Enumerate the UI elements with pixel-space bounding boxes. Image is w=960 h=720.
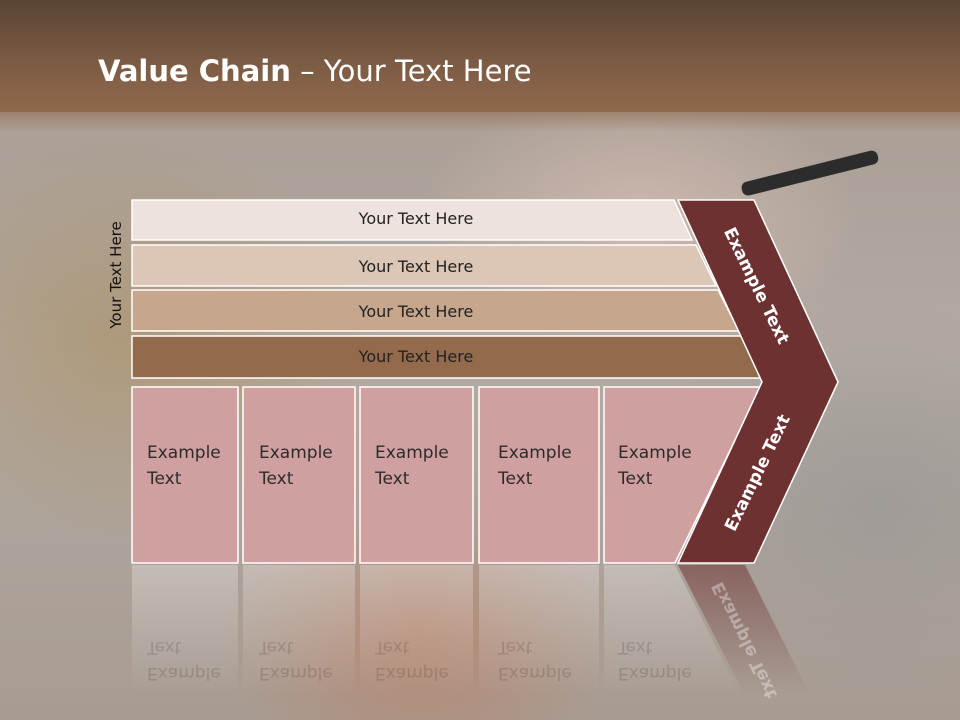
box-4-line2: Text [498,469,533,489]
box-3-line1-reflection: Example [375,663,449,683]
box-5-line1-reflection: Example [618,663,692,683]
box-2-line1: Example [259,443,333,463]
slide-title-bold: Value Chain [98,54,291,88]
box-3-line2-reflection: Text [375,637,410,657]
box-3-line1: Example [375,443,449,463]
row-1-label: Your Text Here [358,209,474,228]
box-2-shape [242,386,356,564]
box-1-line1-reflection: Example [147,663,221,683]
row-1-shape [131,199,694,241]
box-4-line1: Example [498,443,572,463]
box-5-reflection [604,565,740,695]
box-1-reflection [132,565,238,695]
box-3-line2: Text [375,469,410,489]
box-5-shape [603,386,763,564]
box-1-label-reflection: Example Text [147,634,221,686]
chevron-arrow [676,199,839,564]
box-2-line2: Text [259,469,294,489]
box-2-reflection [243,565,355,695]
row-4-label: Your Text Here [358,347,474,366]
row-2-label: Your Text Here [358,257,474,276]
box-5-line1: Example [618,443,692,463]
box-1-line2-reflection: Text [147,637,182,657]
box-4-shape [478,386,600,564]
box-4-line1-reflection: Example [498,663,572,683]
title-bar-fade [0,112,960,132]
row-3-label: Your Text Here [358,302,474,321]
box-3-label-reflection: Example Text [375,634,449,686]
chevron-reflection [678,565,810,695]
box-1-shape [131,386,239,564]
box-5-line2: Text [618,469,653,489]
title-bar [0,0,960,112]
row-2-shape [131,244,718,287]
box-1-line1: Example [147,443,221,463]
box-2-line2-reflection: Text [259,637,294,657]
slide-title-rest: – Your Text Here [290,54,532,88]
box-2-label-reflection: Example Text [259,634,333,686]
box-4-label-reflection: Example Text [498,634,572,686]
box-3-reflection [360,565,473,695]
box-1-line2: Text [147,469,182,489]
box-4-line2-reflection: Text [498,637,533,657]
box-2-line1-reflection: Example [259,663,333,683]
box-3-shape [359,386,474,564]
box-5-line2-reflection: Text [618,637,653,657]
box-5-label-reflection: Example Text [618,634,692,686]
slide-title: Value Chain – Your Text Here [98,54,532,88]
box-4-reflection [479,565,599,695]
